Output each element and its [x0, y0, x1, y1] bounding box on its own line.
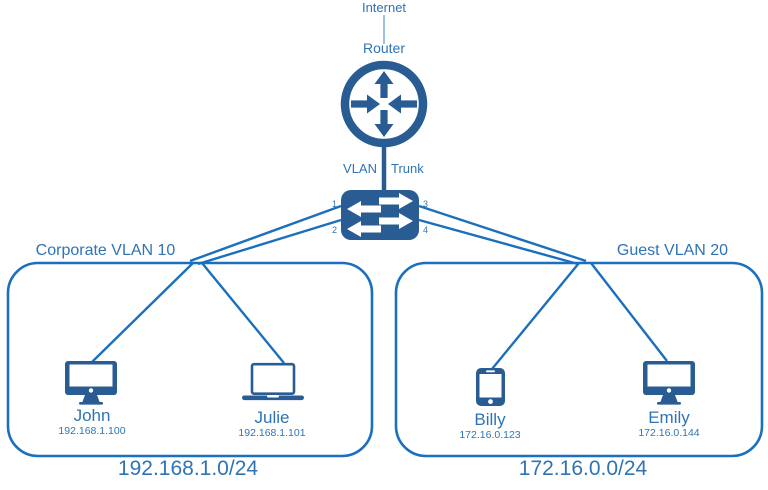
switch-icon: [341, 190, 419, 240]
desktop-computer-icon-john: [65, 361, 117, 405]
device-ip-billy: 172.16.0.123: [459, 429, 521, 441]
switch-port-label-1: 1: [331, 199, 337, 209]
switch-port-label-2: 2: [331, 225, 337, 235]
device-ip-emily: 172.16.0.144: [638, 427, 700, 439]
smartphone-icon-billy: [476, 368, 505, 406]
switch-port-label-4: 4: [423, 225, 429, 235]
trunk-double-line-left-upper: [189, 204, 342, 263]
corporate-vlan-box: [6, 261, 374, 458]
trunk-double-line-right-lower: [418, 218, 579, 266]
link-line-billy: [491, 262, 580, 370]
device-ip-john: 192.168.1.100: [58, 425, 126, 437]
router-icon: [340, 60, 428, 148]
trunk-double-line-left-lower: [197, 218, 342, 266]
vlan-trunk-label-right: Trunk: [391, 161, 424, 176]
trunk-double-line-right-upper: [418, 204, 587, 263]
device-label-emily: Emily: [648, 408, 690, 427]
internet-label: Internet: [361, 0, 407, 15]
link-line-john: [91, 262, 194, 363]
laptop-icon-julie: [242, 362, 304, 401]
subnet-label-guest: 172.16.0.0/24: [518, 457, 648, 480]
switch-port-label-3: 3: [423, 199, 429, 209]
corporate-vlan-title: Corporate VLAN 10: [35, 242, 176, 259]
device-ip-julie: 192.168.1.101: [238, 427, 306, 439]
guest-vlan-title: Guest VLAN 20: [616, 242, 729, 259]
router-label: Router: [362, 40, 406, 56]
desktop-computer-icon-emily: [643, 361, 695, 405]
link-line-emily: [590, 262, 668, 362]
vlan-trunk-label-left: VLAN: [343, 161, 377, 176]
guest-vlan-box: [394, 261, 764, 458]
link-line-julie: [201, 262, 285, 364]
device-label-julie: Julie: [254, 408, 290, 427]
device-label-billy: Billy: [474, 410, 506, 429]
subnet-label-corporate: 192.168.1.0/24: [117, 457, 259, 480]
device-label-john: John: [73, 406, 111, 425]
